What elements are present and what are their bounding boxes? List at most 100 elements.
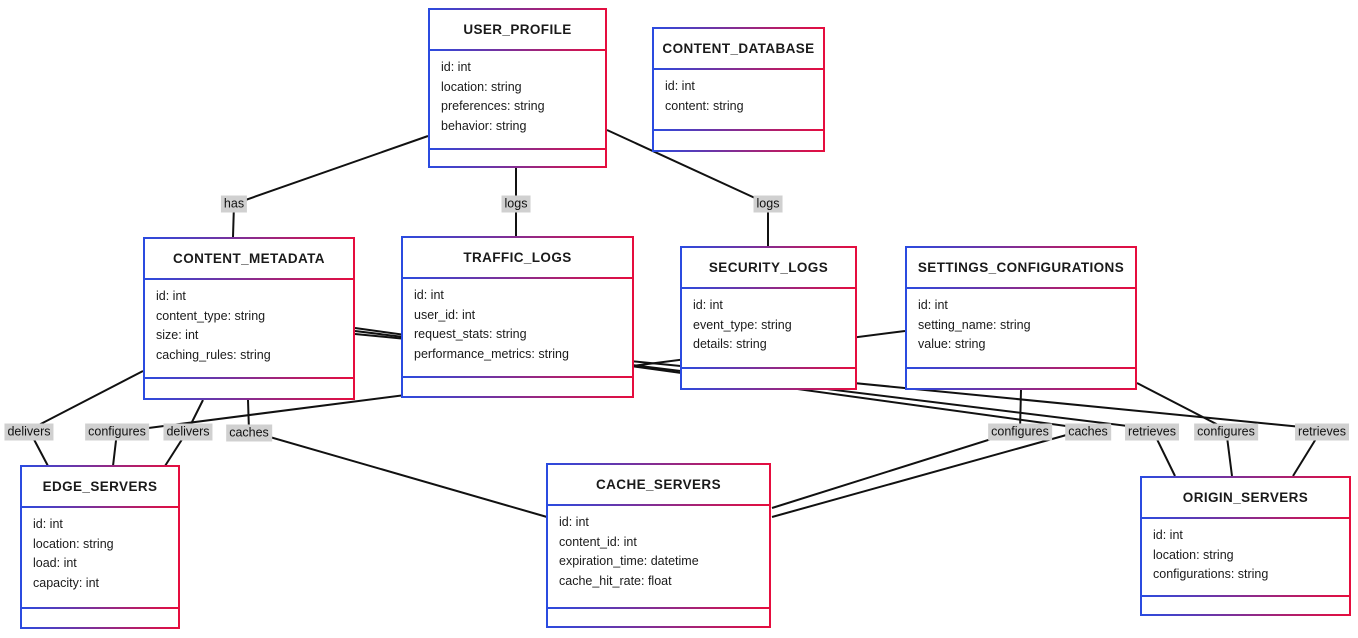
edge-label-configures-edge: configures [85, 423, 149, 441]
entity-title: CONTENT_DATABASE [662, 41, 815, 56]
attribute: id: int [156, 289, 186, 303]
divider [548, 607, 769, 609]
divider [430, 49, 605, 51]
edge-label-has: has [220, 195, 248, 213]
entity-footer [682, 369, 855, 388]
entity-footer [548, 609, 769, 626]
attribute: capacity: int [33, 575, 100, 590]
entity-title: ORIGIN_SERVERS [1182, 490, 1309, 505]
entity-user-profile: USER_PROFILE id: int location: string pr… [428, 8, 607, 168]
attribute: user_id: int [414, 307, 476, 322]
entity-origin-servers: ORIGIN_SERVERS id: int location: string … [1140, 476, 1351, 616]
attribute: cache_hit_rate: float [559, 573, 672, 588]
divider [654, 68, 823, 70]
attribute: event_type: string [693, 317, 792, 332]
attribute: request_stats: string [414, 327, 527, 341]
edge-label-retrieves-1: retrieves [1125, 423, 1179, 441]
attribute-list: id: int content_type: string size: int c… [145, 280, 353, 377]
edge-label-configures-origin: configures [1194, 423, 1258, 441]
attribute: location: string [33, 536, 114, 551]
entity-settings-configurations: SETTINGS_CONFIGURATIONS id: int setting_… [905, 246, 1137, 390]
attribute: preferences: string [441, 99, 545, 113]
attribute: id: int [33, 517, 63, 531]
attribute: id: int [693, 298, 723, 312]
entity-title: USER_PROFILE [463, 22, 572, 37]
edge-label-delivers-2: delivers [163, 423, 213, 441]
divider [1142, 595, 1349, 597]
edge-label-retrieves-2: retrieves [1295, 423, 1349, 441]
entity-title: SECURITY_LOGS [708, 260, 829, 275]
divider [403, 277, 632, 279]
attribute: content_type: string [156, 308, 266, 323]
attribute-list: id: int location: string configurations:… [1142, 519, 1349, 595]
entity-cache-servers: CACHE_SERVERS id: int content_id: int ex… [546, 463, 771, 628]
divider [22, 506, 178, 508]
attribute: load: int [33, 556, 77, 570]
edge-label-caches-2: caches [1065, 423, 1111, 441]
entity-title: CACHE_SERVERS [596, 477, 721, 492]
attribute: location: string [1153, 547, 1234, 562]
entity-footer [22, 609, 178, 627]
entity-content-database: CONTENT_DATABASE id: int content: string [652, 27, 825, 152]
divider [907, 367, 1135, 369]
attribute: expiration_time: datetime [559, 554, 699, 568]
attribute: id: int [665, 79, 695, 93]
entity-edge-servers: EDGE_SERVERS id: int location: string lo… [20, 465, 180, 629]
entity-footer [145, 379, 353, 398]
attribute-list: id: int content_id: int expiration_time:… [548, 506, 769, 607]
entity-traffic-logs: TRAFFIC_LOGS id: int user_id: int reques… [401, 236, 634, 398]
attribute: configurations: string [1153, 567, 1269, 581]
entity-title: EDGE_SERVERS [42, 479, 158, 494]
divider [548, 504, 769, 506]
divider [145, 278, 353, 280]
edge-label-logs-traffic: logs [501, 195, 531, 213]
divider [654, 129, 823, 131]
attribute-list: id: int event_type: string details: stri… [682, 289, 855, 367]
relationship-line-caches-1 [247, 399, 548, 518]
entity-footer [654, 131, 823, 150]
entity-title: SETTINGS_CONFIGURATIONS [917, 260, 1125, 275]
attribute-list: id: int location: string load: int capac… [22, 508, 178, 607]
edge-label-configures-cache: configures [988, 423, 1052, 441]
divider [1142, 517, 1349, 519]
entity-title: CONTENT_METADATA [173, 251, 325, 266]
divider [682, 367, 855, 369]
divider [145, 377, 353, 379]
attribute: id: int [414, 288, 444, 302]
relationship-line-delivers-1 [27, 370, 144, 467]
edge-label-logs-security: logs [753, 195, 783, 213]
entity-title: TRAFFIC_LOGS [463, 250, 572, 265]
attribute: content: string [665, 98, 744, 113]
attribute: value: string [918, 337, 986, 351]
attribute: performance_metrics: string [414, 346, 569, 361]
divider [22, 607, 178, 609]
entity-footer [907, 369, 1135, 388]
attribute-list: id: int content: string [654, 70, 823, 129]
attribute-list: id: int location: string preferences: st… [430, 51, 605, 148]
entity-footer [403, 378, 632, 396]
relationship-line-has [232, 135, 429, 238]
divider [430, 148, 605, 150]
attribute: id: int [1153, 528, 1183, 542]
divider [907, 287, 1135, 289]
attribute-list: id: int user_id: int request_stats: stri… [403, 279, 632, 376]
attribute: caching_rules: string [156, 347, 271, 362]
entity-footer [430, 150, 605, 166]
edge-label-delivers-1: delivers [4, 423, 54, 441]
edge-label-caches-1: caches [226, 424, 272, 442]
divider [682, 287, 855, 289]
entity-content-metadata: CONTENT_METADATA id: int content_type: s… [143, 237, 355, 400]
entity-footer [1142, 597, 1349, 614]
attribute: id: int [559, 515, 589, 529]
attribute: id: int [918, 298, 948, 312]
divider [403, 376, 632, 378]
attribute: id: int [441, 60, 471, 74]
entity-security-logs: SECURITY_LOGS id: int event_type: string… [680, 246, 857, 390]
attribute: location: string [441, 79, 522, 94]
attribute: size: int [156, 328, 199, 342]
attribute-list: id: int setting_name: string value: stri… [907, 289, 1135, 367]
attribute: behavior: string [441, 118, 527, 133]
attribute: setting_name: string [918, 317, 1031, 332]
attribute: content_id: int [559, 534, 637, 549]
